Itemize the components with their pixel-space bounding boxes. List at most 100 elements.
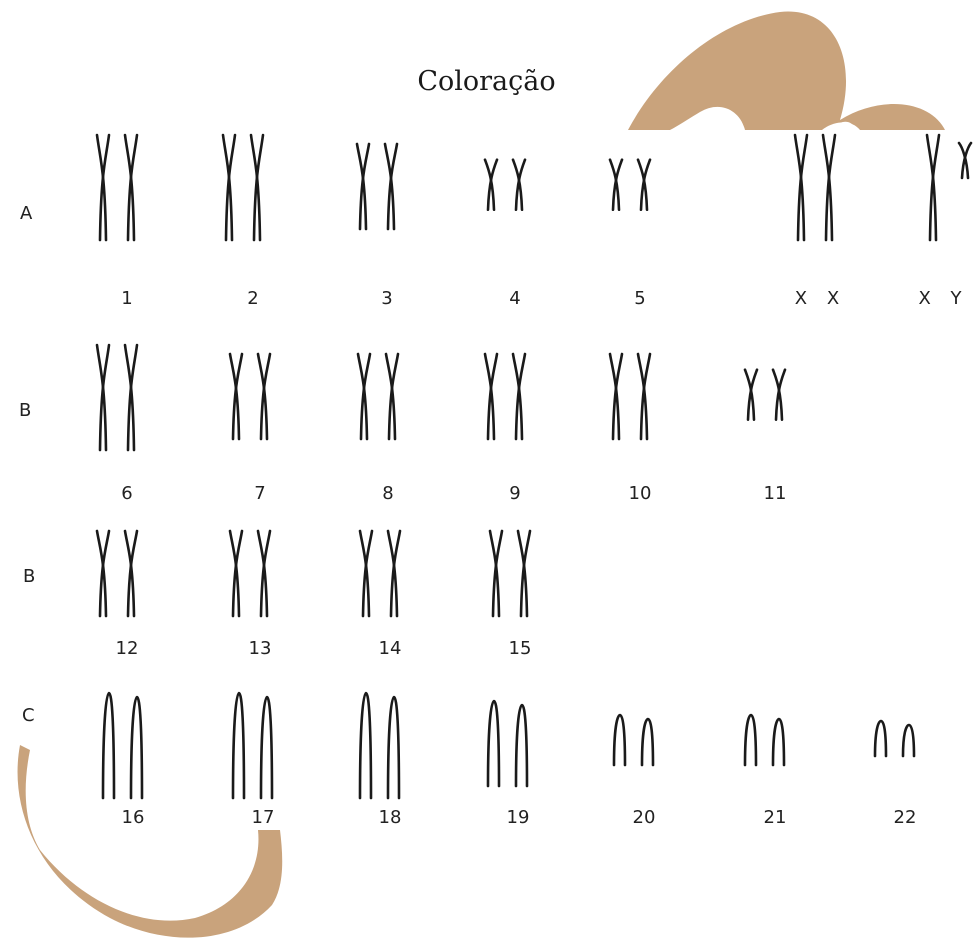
chromatid-line bbox=[608, 158, 621, 212]
chromosome-pair-6 bbox=[95, 343, 139, 452]
chromatid-line bbox=[636, 352, 649, 441]
chromosome-pair-19 bbox=[486, 699, 529, 788]
chromatid-line bbox=[389, 529, 402, 618]
chromatid-line bbox=[925, 133, 938, 242]
chromosome-pair-18 bbox=[358, 691, 401, 800]
chromatid-line bbox=[259, 352, 272, 441]
chromatid-line bbox=[358, 142, 371, 231]
chromosome-number: 15 bbox=[508, 638, 532, 659]
chromatid-line bbox=[514, 352, 527, 441]
chromatid-line bbox=[901, 723, 916, 758]
chromatid-line bbox=[129, 695, 144, 800]
chromatid-line bbox=[358, 529, 371, 618]
chromatid-line bbox=[611, 352, 624, 441]
row-label-b: B bbox=[19, 400, 32, 421]
chromosome-pair-x-x bbox=[793, 133, 837, 242]
chromosome-number: 6 bbox=[121, 483, 133, 504]
chromosome-pair-22 bbox=[873, 719, 916, 758]
chromatid-line bbox=[486, 699, 501, 788]
chromatid-line bbox=[386, 529, 399, 618]
chromatid-line bbox=[639, 158, 652, 212]
chromatid-line bbox=[98, 133, 111, 242]
chromosome-pair-8 bbox=[356, 352, 400, 441]
chromosome-pair-17 bbox=[231, 691, 274, 800]
chromosome-number: X Y bbox=[918, 288, 962, 309]
chromatid-line bbox=[743, 713, 758, 767]
chromatid-line bbox=[611, 158, 624, 212]
chromatid-line bbox=[259, 695, 274, 800]
chromosome-number: 16 bbox=[121, 807, 145, 828]
chromatid-line bbox=[126, 133, 139, 242]
chromosome-number: 9 bbox=[509, 483, 521, 504]
chromosome-number: 10 bbox=[628, 483, 652, 504]
chromatid-line bbox=[796, 133, 809, 242]
chromatid-line bbox=[957, 141, 970, 180]
chromatid-line bbox=[356, 352, 369, 441]
chromosome-number: 5 bbox=[634, 288, 646, 309]
ribbon-top-right bbox=[628, 11, 945, 130]
row-label-a: A bbox=[20, 203, 33, 224]
ribbon-bottom-left bbox=[17, 745, 283, 938]
chromosome-number: 2 bbox=[247, 288, 259, 309]
chromatid-line bbox=[123, 343, 136, 452]
chromatid-line bbox=[486, 158, 499, 212]
chromatid-line bbox=[386, 142, 399, 231]
chromatid-line bbox=[771, 368, 784, 422]
chromatid-line bbox=[98, 529, 111, 618]
chromatid-line bbox=[873, 719, 888, 758]
chromatid-line bbox=[386, 695, 401, 800]
chromosome-number: 3 bbox=[381, 288, 393, 309]
chromatid-line bbox=[483, 158, 496, 212]
chromatid-line bbox=[514, 703, 529, 788]
chromatid-line bbox=[259, 529, 272, 618]
chromatid-line bbox=[387, 352, 400, 441]
chromosome-pair-10 bbox=[608, 352, 652, 441]
chromosome-number: 17 bbox=[251, 807, 275, 828]
chromatid-line bbox=[928, 133, 941, 242]
chromatid-line bbox=[228, 352, 241, 441]
chromatid-line bbox=[123, 529, 136, 618]
chromosome-number: 8 bbox=[382, 483, 394, 504]
chromatid-line bbox=[640, 717, 655, 767]
chromatid-line bbox=[746, 368, 759, 422]
chromosome-pair-9 bbox=[483, 352, 527, 441]
chromatid-line bbox=[519, 529, 532, 618]
chromatid-line bbox=[821, 133, 834, 242]
chromatid-line bbox=[231, 529, 244, 618]
chromatid-line bbox=[355, 142, 368, 231]
chromosome-pair-7 bbox=[228, 352, 272, 441]
chromosome-pair-12 bbox=[95, 529, 139, 618]
chromatid-line bbox=[639, 352, 652, 441]
chromosome-pair-15 bbox=[488, 529, 532, 618]
chromosome-pair-14 bbox=[358, 529, 402, 618]
chromatid-line bbox=[123, 133, 136, 242]
chromatid-line bbox=[231, 352, 244, 441]
chromosome-pair-21 bbox=[743, 713, 786, 767]
chromatid-line bbox=[743, 368, 756, 422]
chromatid-line bbox=[126, 343, 139, 452]
chromatid-line bbox=[960, 141, 973, 180]
chromosome-pair-1 bbox=[95, 133, 139, 242]
chromatid-line bbox=[95, 343, 108, 452]
chromatid-line bbox=[511, 352, 524, 441]
chromatid-line bbox=[384, 352, 397, 441]
chromosome-number: 18 bbox=[378, 807, 402, 828]
chromatid-line bbox=[98, 343, 111, 452]
chromosome-pair-2 bbox=[221, 133, 265, 242]
chromatid-line bbox=[256, 529, 269, 618]
chromatid-line bbox=[483, 352, 496, 441]
chromosome-number: 1 bbox=[121, 288, 133, 309]
chromosome-pair-13 bbox=[228, 529, 272, 618]
chromatid-line bbox=[231, 691, 246, 800]
chromatid-line bbox=[95, 529, 108, 618]
chromatid-line bbox=[516, 529, 529, 618]
chromosome-number: 12 bbox=[115, 638, 139, 659]
chromosome-pair-4 bbox=[483, 158, 527, 212]
chromatid-line bbox=[361, 529, 374, 618]
chromatid-line bbox=[491, 529, 504, 618]
chromatid-line bbox=[224, 133, 237, 242]
chromatid-line bbox=[608, 352, 621, 441]
